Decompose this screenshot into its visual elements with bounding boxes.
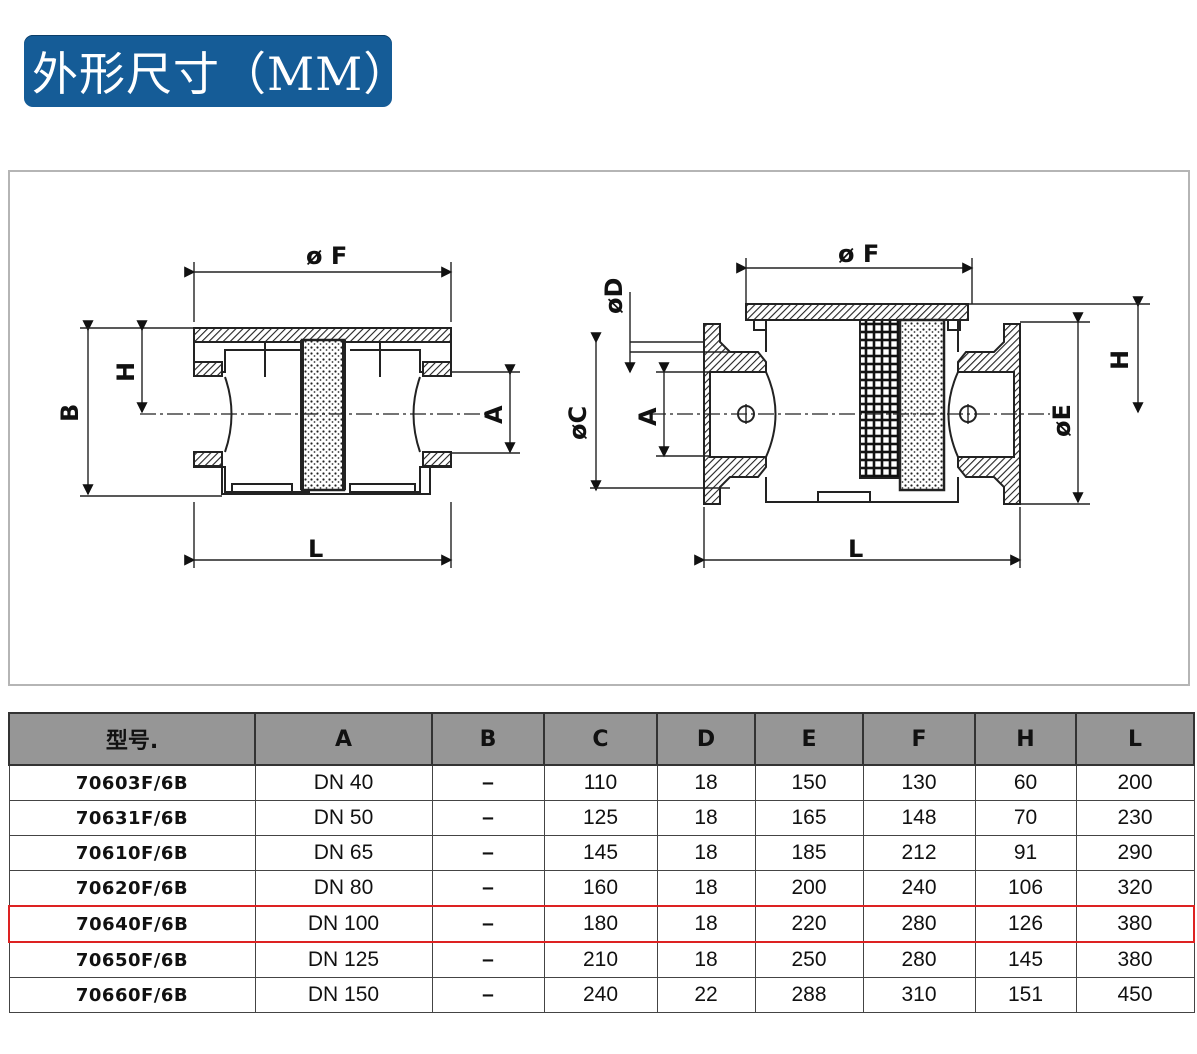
cell-h: 126 [974, 905, 1077, 943]
technical-drawing: ø F L B H A [8, 170, 1190, 686]
cell-h: 70 [974, 800, 1077, 836]
cell-model: 70631F/6B [8, 800, 256, 836]
col-header-f: F [862, 712, 976, 766]
right-dim-phi-f: ø F [838, 240, 879, 268]
cell-e: 220 [754, 905, 864, 943]
page-title: 外形尺寸（MM） [32, 47, 411, 101]
left-dim-b: B [56, 404, 84, 422]
table-row: 70660F/6B DN 150 – 240 22 288 310 151 45… [8, 977, 1195, 1013]
cell-c: 240 [543, 977, 658, 1013]
table-row: 70631F/6B DN 50 – 125 18 165 148 70 230 [8, 800, 1195, 836]
dimension-table: 型号. A B C D E F H L 70603F/6B DN 40 – 11… [8, 712, 1195, 1013]
cell-a: DN 80 [254, 870, 433, 907]
col-header-l: L [1075, 712, 1195, 766]
cell-a: DN 40 [254, 764, 433, 801]
cell-h: 106 [974, 870, 1077, 907]
col-header-a: A [254, 712, 433, 766]
cell-f: 130 [862, 764, 976, 801]
cell-a: DN 150 [254, 977, 433, 1013]
col-header-b: B [431, 712, 545, 766]
cell-model: 70610F/6B [8, 835, 256, 871]
cell-l: 290 [1075, 835, 1195, 871]
cell-d: 18 [656, 764, 756, 801]
right-dim-a: A [634, 407, 662, 426]
cell-e: 200 [754, 870, 864, 907]
table-row-highlighted: 70640F/6B DN 100 – 180 18 220 280 126 38… [8, 905, 1195, 943]
right-dim-l: L [848, 535, 863, 563]
cell-c: 110 [543, 764, 658, 801]
right-dim-h: H [1106, 350, 1134, 370]
left-dim-l: L [308, 535, 323, 563]
cell-d: 18 [656, 800, 756, 836]
drawing-svg: ø F L B H A [56, 240, 1150, 568]
cell-l: 230 [1075, 800, 1195, 836]
cell-b: – [431, 835, 545, 871]
cell-h: 91 [974, 835, 1077, 871]
col-header-e: E [754, 712, 864, 766]
cell-f: 240 [862, 870, 976, 907]
cell-a: DN 100 [254, 905, 433, 943]
cell-h: 60 [974, 764, 1077, 801]
cell-a: DN 50 [254, 800, 433, 836]
cell-c: 160 [543, 870, 658, 907]
cell-f: 212 [862, 835, 976, 871]
left-dim-h: H [112, 362, 140, 382]
cell-l: 450 [1075, 977, 1195, 1013]
cell-e: 165 [754, 800, 864, 836]
cell-h: 151 [974, 977, 1077, 1013]
col-header-model: 型号. [8, 712, 256, 766]
table-row: 70603F/6B DN 40 – 110 18 150 130 60 200 [8, 764, 1195, 801]
cell-b: – [431, 764, 545, 801]
cell-c: 210 [543, 941, 658, 978]
cell-h: 145 [974, 941, 1077, 978]
cell-model: 70660F/6B [8, 977, 256, 1013]
cell-a: DN 65 [254, 835, 433, 871]
cell-d: 18 [656, 905, 756, 943]
cell-f: 148 [862, 800, 976, 836]
cell-model: 70640F/6B [8, 905, 256, 943]
cell-l: 380 [1075, 905, 1195, 943]
right-dim-phi-d: øD [600, 278, 628, 314]
cell-f: 310 [862, 977, 976, 1013]
cell-e: 288 [754, 977, 864, 1013]
left-dim-phi-f: ø F [306, 242, 347, 270]
cell-b: – [431, 870, 545, 907]
table-header-row: 型号. A B C D E F H L [8, 712, 1195, 766]
cell-c: 125 [543, 800, 658, 836]
cell-l: 380 [1075, 941, 1195, 978]
cell-e: 250 [754, 941, 864, 978]
right-view [590, 258, 1150, 568]
cell-c: 180 [543, 905, 658, 943]
col-header-c: C [543, 712, 658, 766]
cell-b: – [431, 977, 545, 1013]
left-dim-a: A [480, 405, 508, 424]
cell-b: – [431, 905, 545, 943]
cell-b: – [431, 800, 545, 836]
col-header-d: D [656, 712, 756, 766]
table-row: 70650F/6B DN 125 – 210 18 250 280 145 38… [8, 941, 1195, 978]
cell-l: 320 [1075, 870, 1195, 907]
table-row: 70620F/6B DN 80 – 160 18 200 240 106 320 [8, 870, 1195, 907]
left-view [80, 262, 520, 568]
cell-c: 145 [543, 835, 658, 871]
cell-model: 70603F/6B [8, 764, 256, 801]
right-dim-phi-e: øE [1048, 404, 1076, 437]
table-row: 70610F/6B DN 65 – 145 18 185 212 91 290 [8, 835, 1195, 871]
cell-model: 70620F/6B [8, 870, 256, 907]
cell-d: 18 [656, 941, 756, 978]
col-header-h: H [974, 712, 1077, 766]
cell-d: 22 [656, 977, 756, 1013]
cell-b: – [431, 941, 545, 978]
cell-e: 150 [754, 764, 864, 801]
cell-e: 185 [754, 835, 864, 871]
cell-l: 200 [1075, 764, 1195, 801]
cell-f: 280 [862, 941, 976, 978]
right-dim-phi-c: øC [564, 406, 592, 440]
cell-d: 18 [656, 835, 756, 871]
cell-a: DN 125 [254, 941, 433, 978]
cell-model: 70650F/6B [8, 941, 256, 978]
cell-d: 18 [656, 870, 756, 907]
page-title-badge: 外形尺寸（MM） [24, 35, 409, 107]
cell-f: 280 [862, 905, 976, 943]
